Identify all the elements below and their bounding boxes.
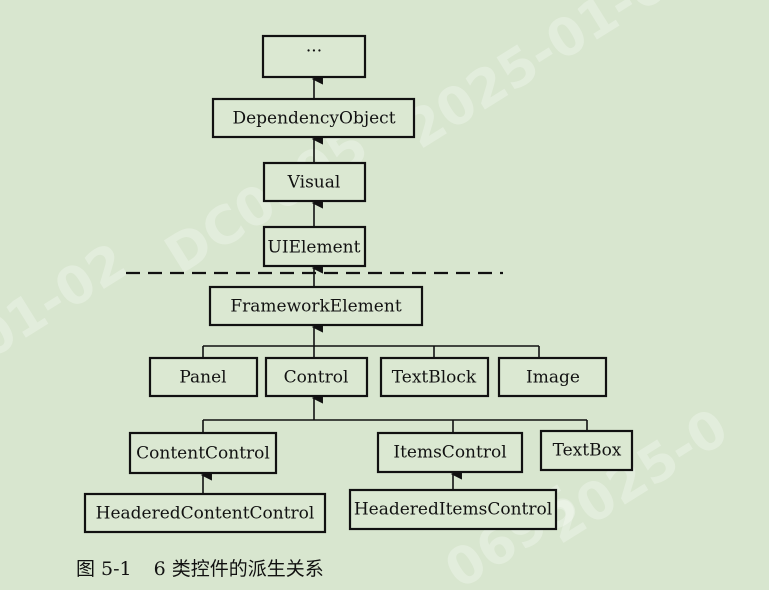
watermark-text-a: 2025-01-02 bbox=[395, 0, 709, 161]
node-text-block-label: TextBlock bbox=[392, 368, 477, 388]
node-ellipsis: ··· bbox=[261, 34, 367, 79]
node-headered-content-control: HeaderedContentControl bbox=[83, 492, 327, 534]
node-panel: Panel bbox=[148, 356, 259, 398]
node-control-label: Control bbox=[284, 368, 349, 388]
node-text-box: TextBox bbox=[539, 429, 634, 472]
node-content-control-label: ContentControl bbox=[136, 444, 270, 464]
figure-number: 图 5-1 bbox=[76, 558, 132, 580]
node-headered-content-control-label: HeaderedContentControl bbox=[96, 504, 315, 524]
node-visual-label: Visual bbox=[287, 173, 341, 193]
node-headered-items-control-label: HeaderedItemsControl bbox=[354, 500, 552, 520]
figure-title: 6 类控件的派生关系 bbox=[153, 558, 324, 580]
node-ui-element: UIElement bbox=[262, 225, 367, 268]
node-panel-label: Panel bbox=[179, 368, 226, 388]
node-image: Image bbox=[497, 356, 608, 398]
node-dependency-object: DependencyObject bbox=[211, 97, 416, 139]
node-text-block: TextBlock bbox=[379, 356, 490, 398]
node-ui-element-label: UIElement bbox=[268, 238, 361, 258]
node-items-control-label: ItemsControl bbox=[393, 443, 506, 463]
edges bbox=[200, 73, 588, 494]
node-content-control: ContentControl bbox=[128, 431, 278, 475]
node-dependency-object-label: DependencyObject bbox=[232, 109, 395, 129]
node-control: Control bbox=[264, 356, 369, 398]
node-items-control: ItemsControl bbox=[376, 431, 524, 474]
node-ellipsis-label: ··· bbox=[306, 42, 322, 62]
node-headered-items-control: HeaderedItemsControl bbox=[348, 488, 558, 531]
node-framework-element: FrameworkElement bbox=[208, 285, 424, 327]
node-visual: Visual bbox=[262, 161, 367, 203]
node-framework-element-label: FrameworkElement bbox=[230, 297, 401, 317]
node-image-label: Image bbox=[526, 368, 580, 388]
figure-caption: 图 5-1 6 类控件的派生关系 bbox=[76, 554, 324, 581]
watermark-text-c: 01-02 bbox=[0, 232, 138, 371]
node-text-box-label: TextBox bbox=[553, 441, 622, 461]
